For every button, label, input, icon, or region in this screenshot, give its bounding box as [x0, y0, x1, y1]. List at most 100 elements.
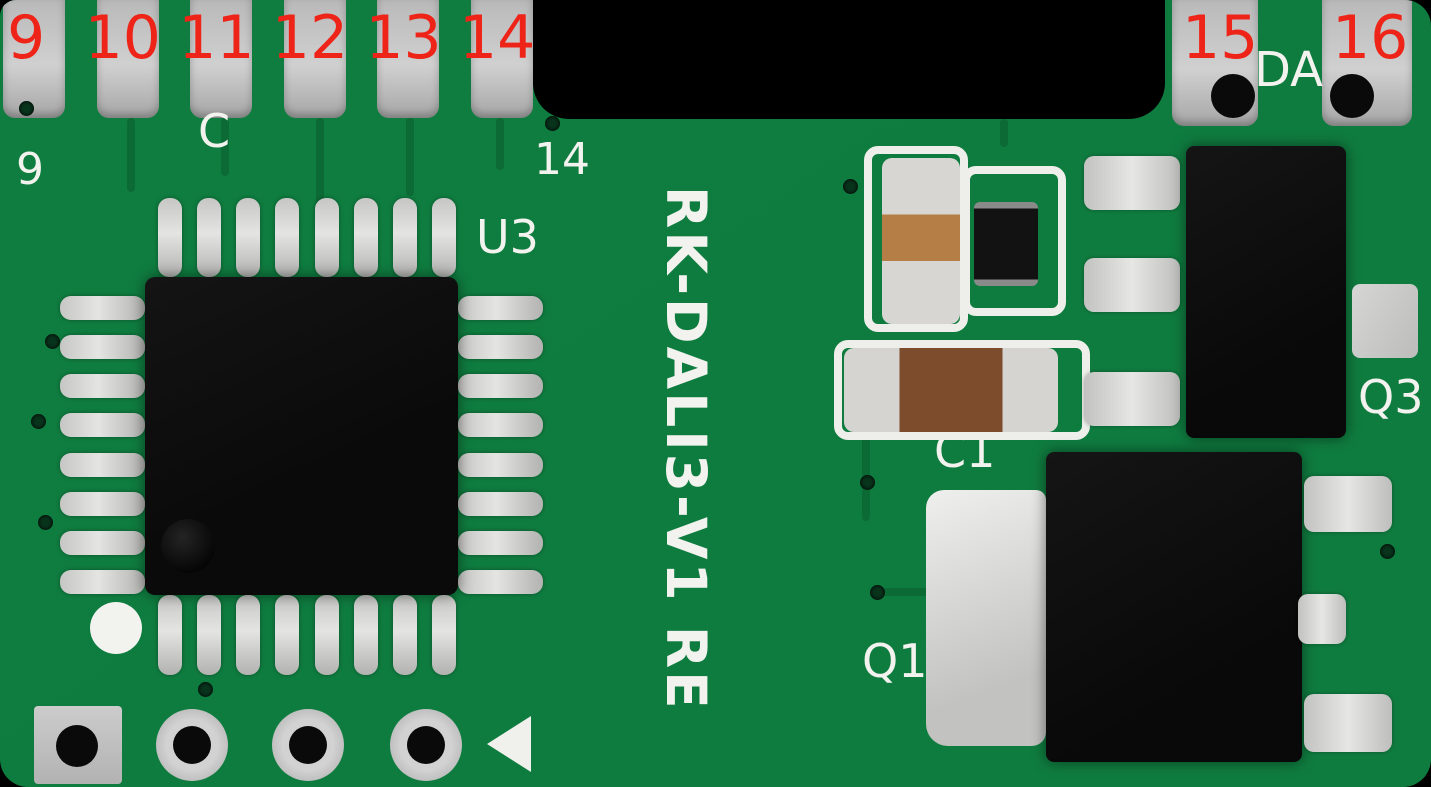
pin-number-annotation: 14: [458, 3, 536, 73]
castellated-pad-11: 11: [178, 0, 255, 118]
capacitor-c1: [844, 348, 1058, 432]
ic-pin: [60, 374, 145, 399]
ic-pin: [236, 595, 261, 675]
silkscreen-label-q1: Q1: [862, 634, 928, 688]
drill-hole: [1211, 74, 1255, 118]
castellated-pad-14: 14: [459, 0, 535, 118]
silkscreen-label-q3: Q3: [1358, 370, 1424, 424]
silkscreen-label-c: C: [198, 104, 231, 158]
ic-pin: [60, 296, 145, 320]
ic-pin: [458, 530, 543, 555]
mounting-pad-square: [34, 706, 122, 784]
ic-pin: [158, 198, 182, 277]
board-edge-cutout: [533, 0, 1165, 119]
through-hole-pad: [390, 709, 462, 781]
copper-trace: [496, 118, 504, 170]
castellated-pad-10: 10: [85, 0, 161, 118]
ic-pin: [197, 595, 222, 675]
ic-pin: [60, 335, 145, 360]
ic-pin-row-top: [158, 198, 456, 277]
ic-pin: [353, 198, 378, 277]
ic-u3-body: [145, 277, 458, 595]
castellated-pad-13: 13: [365, 0, 442, 118]
drill-hole: [289, 726, 327, 764]
silkscreen-dot: [90, 602, 142, 654]
pin-number-annotation: 9: [7, 3, 46, 73]
via: [45, 334, 60, 349]
ic-pin: [431, 595, 456, 675]
q3-lead: [1084, 156, 1180, 210]
ic-pin: [458, 491, 543, 516]
castellated-pads-left: 9 10 11 12 13 14: [3, 0, 535, 118]
q1-lead: [1304, 476, 1392, 532]
copper-trace: [127, 118, 135, 192]
drill-hole: [407, 726, 445, 764]
ic-pin: [458, 374, 543, 399]
via: [19, 101, 34, 116]
drill-hole: [1330, 74, 1374, 118]
ic-pin-row-left: [60, 296, 145, 594]
silkscreen-label-14: 14: [534, 134, 590, 185]
copper-trace: [406, 118, 414, 196]
copper-trace: [880, 588, 930, 596]
q3-tab-pad: [1352, 284, 1418, 358]
ic-pin: [158, 595, 182, 675]
q3-lead: [1084, 258, 1180, 312]
ic-pin: [458, 335, 543, 360]
ic-pin: [458, 569, 543, 594]
drill-hole: [56, 725, 98, 767]
ic-pin: [197, 198, 222, 277]
copper-trace: [221, 118, 229, 176]
pin-number-annotation: 15: [1182, 3, 1259, 73]
ic-pin: [60, 569, 145, 594]
copper-trace: [316, 118, 324, 210]
via: [870, 585, 885, 600]
pin-number-annotation: 13: [365, 3, 442, 73]
smd-component: [974, 202, 1038, 286]
transistor-q3-body: [1186, 146, 1346, 438]
q3-lead: [1084, 372, 1180, 426]
board-name-silkscreen: RK-DALI3-V1 RE: [654, 186, 718, 712]
pin-number-annotation: 10: [84, 3, 161, 73]
ceramic-capacitor: [882, 158, 960, 324]
castellated-pad-12: 12: [272, 0, 348, 118]
ic-pin: [236, 198, 261, 277]
copper-trace: [1000, 119, 1008, 147]
q1-lead: [1298, 594, 1346, 644]
pin1-marker-dot: [161, 519, 215, 573]
ic-pin: [60, 491, 145, 516]
q1-lead: [1304, 694, 1392, 752]
ic-pin: [60, 530, 145, 555]
ic-pin: [275, 198, 300, 277]
ic-pin: [60, 413, 145, 438]
silkscreen-label-9: 9: [16, 144, 44, 195]
drill-hole: [173, 726, 211, 764]
via: [38, 515, 53, 530]
ic-pin: [60, 452, 145, 477]
via: [1380, 544, 1395, 559]
ic-pin: [353, 595, 378, 675]
silkscreen-label-da: DA: [1254, 42, 1323, 98]
via: [31, 414, 46, 429]
ic-pin-row-right: [458, 296, 543, 594]
via: [843, 179, 858, 194]
ic-pin: [275, 595, 300, 675]
ic-pin: [458, 413, 543, 438]
pin-number-annotation: 16: [1332, 3, 1409, 73]
silkscreen-label-u3: U3: [476, 210, 539, 264]
ic-pin-row-bottom: [158, 595, 456, 675]
component-outline: [962, 166, 1066, 316]
pin-number-annotation: 11: [178, 3, 255, 73]
via: [860, 475, 875, 490]
castellated-pad-9: 9: [3, 0, 65, 118]
pin-number-annotation: 12: [271, 3, 349, 73]
via: [198, 682, 213, 697]
through-hole-pad: [272, 709, 344, 781]
ic-pin: [458, 452, 543, 477]
q1-solder-pad: [926, 490, 1046, 746]
ic-pin: [314, 595, 339, 675]
through-hole-pad: [156, 709, 228, 781]
orientation-arrow-silkscreen: [487, 716, 531, 772]
